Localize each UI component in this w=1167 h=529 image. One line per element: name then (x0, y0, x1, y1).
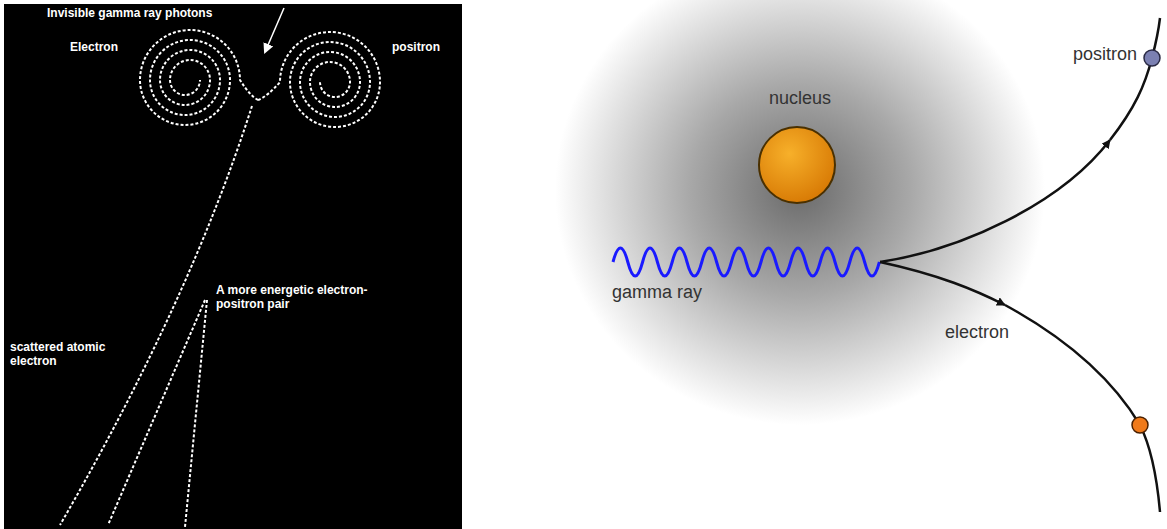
electron-dot (1132, 417, 1148, 433)
photo-ground (4, 4, 462, 529)
scattered-track (60, 106, 252, 525)
positron-dot (1144, 50, 1160, 66)
pair-paths (880, 18, 1160, 512)
pair-track (108, 300, 205, 525)
label: scattered atomic electron (10, 340, 107, 369)
positron-path (1110, 18, 1160, 140)
electron-path (1005, 305, 1160, 512)
label: A more energetic electron-positron pair (216, 283, 381, 312)
pair-track (185, 300, 207, 527)
label: Invisible gamma ray photons (47, 6, 212, 20)
pointer-arrow (265, 8, 284, 52)
nucleus-circle (759, 127, 835, 203)
gamma-wave (613, 248, 879, 276)
electron-path (880, 262, 1005, 305)
label: nucleus (769, 88, 831, 110)
label: gamma ray (612, 282, 702, 304)
nuclear-field (555, 0, 1045, 425)
electron-spiral (140, 30, 258, 125)
particle-tracks (60, 30, 380, 527)
positron-path (880, 140, 1110, 262)
label: Electron (70, 40, 118, 54)
label: positron (392, 40, 440, 54)
label: positron (1073, 44, 1137, 66)
positron-spiral (258, 32, 380, 127)
label: electron (945, 322, 1009, 344)
